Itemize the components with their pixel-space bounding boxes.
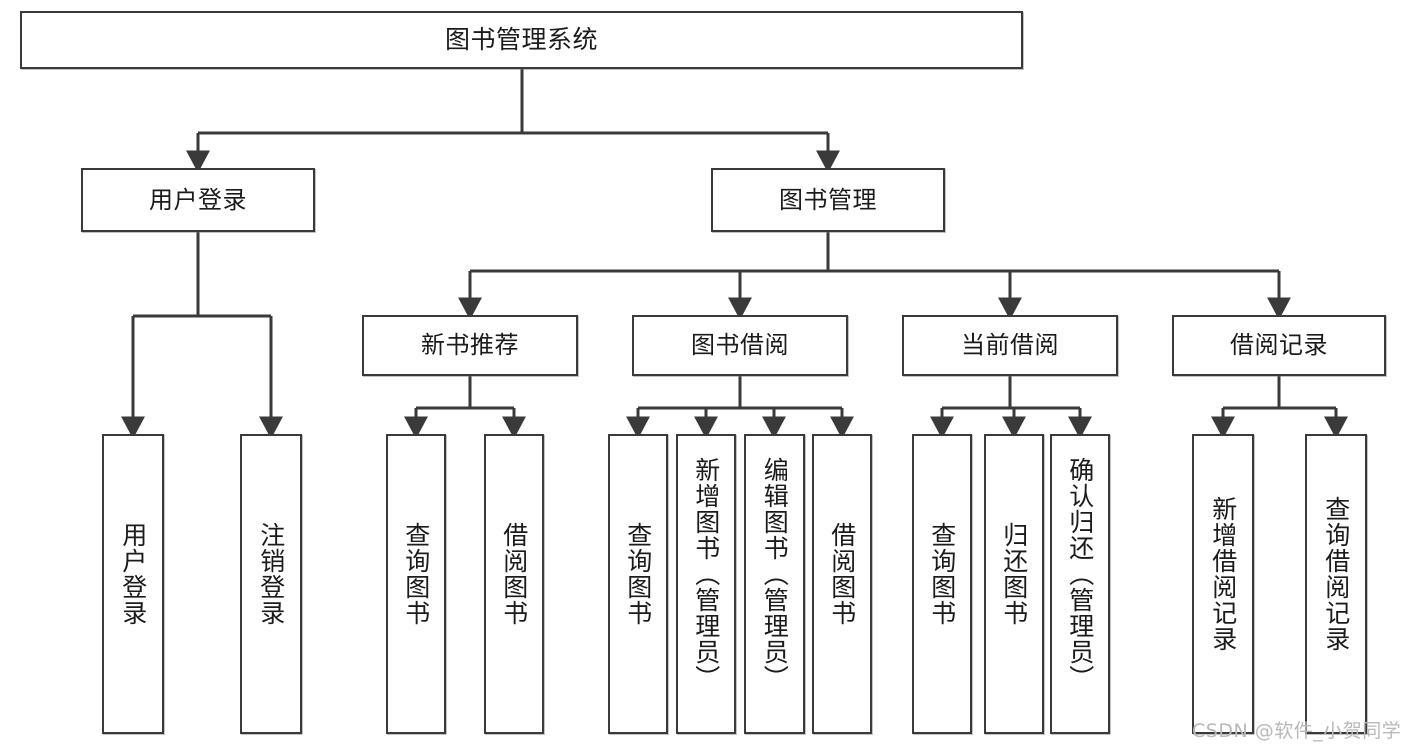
node-leaf-6[interactable]: 编辑图书（管理员）: [744, 434, 805, 734]
node-level2-1[interactable]: 图书管理: [711, 168, 945, 232]
node-label: 归还图书: [999, 522, 1029, 626]
node-label: 查询图书: [927, 522, 957, 626]
node-leaf-4[interactable]: 查询图书: [608, 434, 668, 734]
node-leaf-2[interactable]: 查询图书: [386, 434, 446, 734]
node-level3-3[interactable]: 借阅记录: [1172, 315, 1386, 376]
node-label: 新增图书（管理员）: [691, 457, 721, 691]
node-label: 查询图书: [623, 522, 653, 626]
node-leaf-0[interactable]: 用户登录: [102, 434, 164, 734]
node-level2-0[interactable]: 用户登录: [81, 168, 315, 232]
node-label: 图书管理系统: [444, 25, 598, 55]
node-label: 注销登录: [256, 522, 286, 626]
node-leaf-3[interactable]: 借阅图书: [484, 434, 544, 734]
node-leaf-5[interactable]: 新增图书（管理员）: [676, 434, 736, 734]
node-leaf-11[interactable]: 新增借阅记录: [1192, 434, 1254, 734]
node-label: 借阅记录: [1230, 331, 1328, 360]
node-level3-2[interactable]: 当前借阅: [902, 315, 1118, 376]
node-label: 确认归还（管理员）: [1065, 457, 1095, 691]
node-label: 查询图书: [401, 522, 431, 626]
node-root-图书管理系统[interactable]: 图书管理系统: [20, 11, 1023, 69]
node-label: 新书推荐: [421, 331, 519, 360]
node-label: 借阅图书: [499, 522, 529, 626]
node-label: 用户登录: [118, 522, 148, 626]
node-leaf-9[interactable]: 归还图书: [984, 434, 1044, 734]
node-level3-0[interactable]: 新书推荐: [362, 315, 578, 376]
node-leaf-8[interactable]: 查询图书: [912, 434, 972, 734]
node-label: 借阅图书: [827, 522, 857, 626]
node-label: 图书管理: [779, 185, 877, 214]
node-label: 新增借阅记录: [1208, 496, 1238, 652]
node-label: 图书借阅: [691, 331, 789, 360]
node-leaf-1[interactable]: 注销登录: [240, 434, 302, 734]
node-level3-1[interactable]: 图书借阅: [632, 315, 848, 376]
node-leaf-7[interactable]: 借阅图书: [812, 434, 872, 734]
node-leaf-10[interactable]: 确认归还（管理员）: [1050, 434, 1110, 734]
csdn-watermark: CSDN @软件_小贺同学: [1192, 720, 1402, 742]
node-leaf-12[interactable]: 查询借阅记录: [1305, 434, 1367, 734]
node-label: 编辑图书（管理员）: [760, 457, 790, 691]
node-label: 当前借阅: [961, 331, 1059, 360]
node-label: 用户登录: [149, 185, 247, 214]
node-label: 查询借阅记录: [1321, 496, 1351, 652]
